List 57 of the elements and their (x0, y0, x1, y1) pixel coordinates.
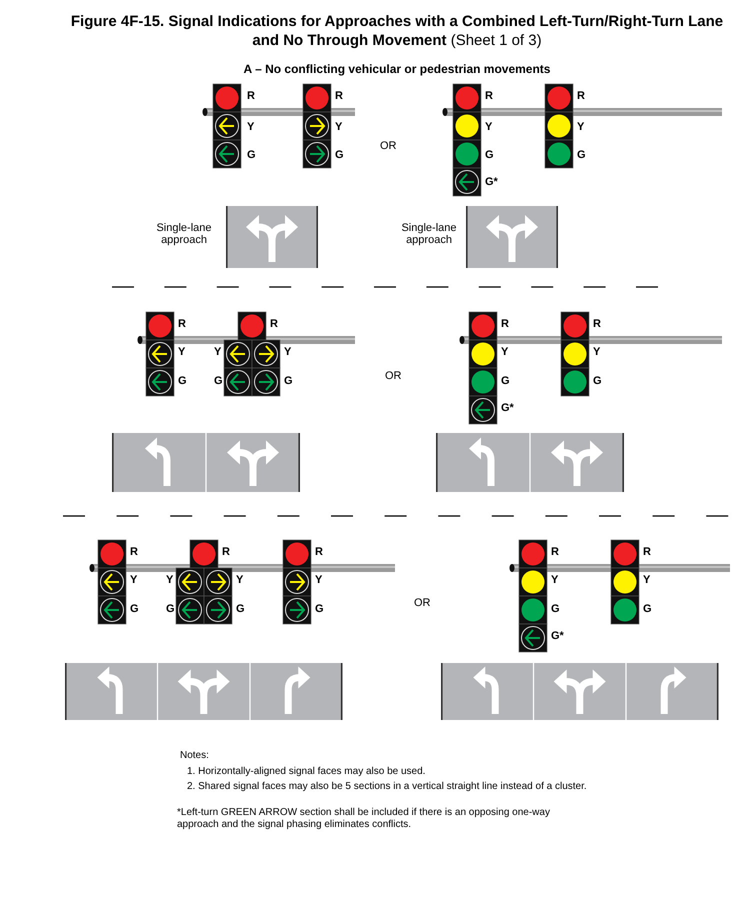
note-text: 1. Horizontally-aligned signal faces may also be used. (187, 766, 426, 778)
indication-letter: G (166, 603, 175, 615)
indication-letter: R (593, 318, 601, 330)
indication-letter: G (284, 375, 293, 387)
indication-letter: R (130, 546, 138, 558)
indication-letter: R (501, 318, 509, 330)
indication-letter: G (247, 149, 256, 161)
indication-letter: G (130, 603, 139, 615)
indication-letter: R (335, 90, 343, 102)
indication-letter: Y (643, 574, 650, 586)
or-text: OR (414, 597, 430, 609)
indication-letter: G (335, 149, 344, 161)
indication-letter: R (270, 318, 278, 330)
indication-letter: Y (166, 574, 174, 586)
indication-letter: R (485, 90, 493, 102)
indication-letter: Y (577, 121, 584, 133)
indication-letter: Y (315, 574, 322, 586)
indication-letter: R (222, 546, 230, 558)
figure-title: Figure 4F-15. Signal Indications for Approaches with a Combined Left-Turn/Right-Turn Lane and No Through Movement (Sheet 1 of 3) (70, 12, 724, 50)
indication-letter: Y (236, 574, 244, 586)
indication-letter: G (315, 603, 324, 615)
indication-letter: R (315, 546, 323, 558)
indication-letter: R (643, 546, 651, 558)
indication-letter: Y (485, 121, 492, 133)
indication-letter: G (593, 375, 602, 387)
indication-letter: G* (501, 402, 514, 414)
indication-letter: Y (335, 121, 342, 133)
indication-letter: R (247, 90, 255, 102)
indication-letter: R (178, 318, 186, 330)
indication-letter: Y (284, 346, 292, 358)
indication-letter: Y (551, 574, 558, 586)
or-text: OR (385, 370, 402, 382)
indication-letter: G (485, 149, 494, 161)
indication-letter: R (577, 90, 585, 102)
indication-letter: Y (130, 574, 138, 586)
indication-letter: G* (485, 176, 498, 188)
approach-label: Single-lane approach (155, 222, 213, 246)
indication-letter: G (551, 603, 560, 615)
approach-label: Single-lane approach (400, 222, 458, 246)
note-text: 2. Shared signal faces may also be 5 sections in a vertical straight line instead of a cluster. (187, 781, 587, 793)
section-heading: A – No conflicting vehicular or pedestrian movements (244, 62, 550, 76)
indication-letter: G* (551, 630, 564, 642)
indication-letter: Y (593, 346, 600, 358)
or-text: OR (380, 140, 396, 152)
indication-letter: G (577, 149, 586, 161)
indication-letter: G (214, 375, 223, 387)
note-text: Notes: (180, 750, 209, 762)
indication-letter: Y (247, 121, 254, 133)
indication-letter: G (643, 603, 652, 615)
indication-letter: Y (214, 346, 222, 358)
indication-letter: G (501, 375, 510, 387)
indication-letter: Y (178, 346, 186, 358)
indication-letter: G (178, 375, 187, 387)
indication-letter: R (551, 546, 559, 558)
indication-letter: G (236, 603, 245, 615)
indication-letter: Y (501, 346, 508, 358)
footnote-text: *Left-turn GREEN ARROW section shall be included if there is an opposing one-way approach and the signal phasing eliminates conflicts. (177, 807, 551, 831)
